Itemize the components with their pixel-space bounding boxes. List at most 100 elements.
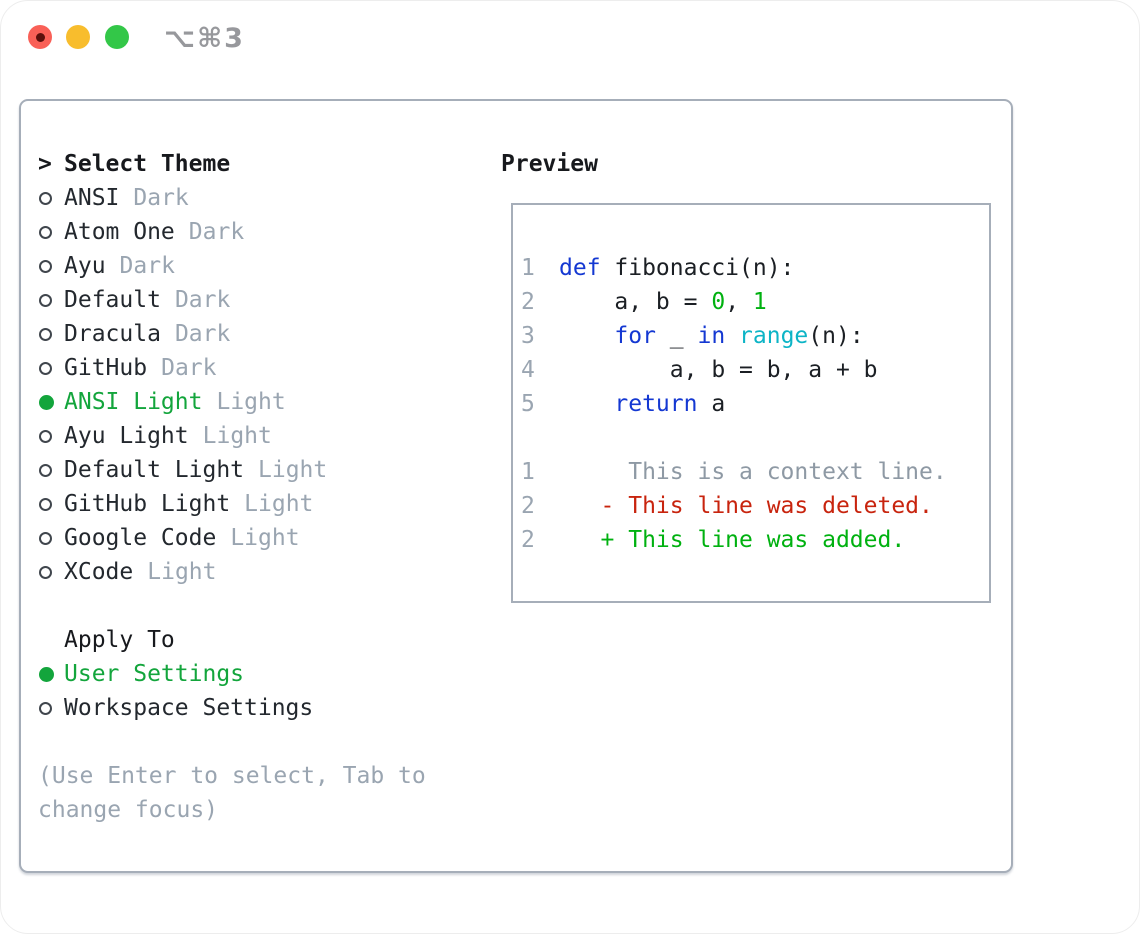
- close-dot-icon: [35, 32, 45, 42]
- code-token: 1: [752, 289, 767, 315]
- theme-tag: Dark: [174, 321, 231, 347]
- caret-icon: >: [38, 151, 52, 177]
- code-token: range: [739, 323, 809, 349]
- section-gap: [38, 589, 426, 623]
- theme-option-ansi-light[interactable]: ANSI Light Light: [38, 385, 426, 419]
- line-number: 2: [521, 493, 535, 519]
- code-token: ,: [725, 289, 753, 315]
- apply-option-name: Workspace Settings: [64, 695, 314, 721]
- apply-option-name-selected: User Settings: [64, 661, 245, 687]
- theme-list: > Select Theme ANSI Dark Atom One Dark A…: [38, 147, 426, 827]
- line-number: 1: [521, 459, 535, 485]
- code-token: (n):: [808, 323, 864, 349]
- theme-option-default-light[interactable]: Default Light Light: [38, 453, 426, 487]
- code-token: in: [697, 323, 726, 349]
- code-line: 3 for _ in range(n):: [521, 319, 989, 353]
- line-number: 5: [521, 391, 535, 417]
- line-number: 2: [521, 289, 535, 315]
- zoom-button[interactable]: [105, 25, 129, 49]
- diff-deleted-line: 2 - This line was deleted.: [521, 489, 989, 523]
- theme-name: Atom One: [64, 219, 175, 245]
- close-button[interactable]: [28, 25, 52, 49]
- diff-context-text: This is a context line.: [559, 459, 947, 485]
- theme-tag: Dark: [188, 219, 245, 245]
- diff-context-line: 1 This is a context line.: [521, 455, 989, 489]
- theme-name: Default: [64, 287, 161, 313]
- theme-option-google-code[interactable]: Google Code Light: [38, 521, 426, 555]
- theme-tag: Light: [216, 389, 286, 415]
- code-line: 2 a, b = 0, 1: [521, 285, 989, 319]
- radio-unselected-icon: [39, 191, 52, 205]
- preview-header: Preview: [501, 147, 598, 181]
- code-token: a, b =: [559, 289, 712, 315]
- line-number: 4: [521, 357, 535, 383]
- theme-name: XCode: [64, 559, 134, 585]
- theme-name: Default Light: [64, 457, 245, 483]
- keyboard-hint-line1: (Use Enter to select, Tab to: [38, 763, 426, 789]
- theme-option-ayu-light[interactable]: Ayu Light Light: [38, 419, 426, 453]
- apply-option-user-settings[interactable]: User Settings: [38, 657, 426, 691]
- select-theme-title: Select Theme: [64, 151, 231, 177]
- radio-unselected-icon: [39, 531, 52, 545]
- theme-option-xcode[interactable]: XCode Light: [38, 555, 426, 589]
- keyboard-hint-line2: change focus): [38, 797, 219, 823]
- code-token: return: [614, 391, 698, 417]
- theme-tag: Dark: [174, 287, 231, 313]
- theme-option-github-dark[interactable]: GitHub Dark: [38, 351, 426, 385]
- apply-option-workspace-settings[interactable]: Workspace Settings: [38, 691, 426, 725]
- theme-tag: Dark: [133, 185, 189, 211]
- theme-selector-panel: > Select Theme ANSI Dark Atom One Dark A…: [19, 99, 1013, 873]
- radio-unselected-icon: [39, 463, 52, 477]
- apply-to-title: Apply To: [64, 627, 175, 653]
- theme-tag: Light: [258, 457, 328, 483]
- theme-tag: Light: [147, 559, 217, 585]
- code-token: fibonacci(n):: [600, 255, 795, 281]
- diff-added-line: 2 + This line was added.: [521, 523, 989, 557]
- theme-option-ayu-dark[interactable]: Ayu Dark: [38, 249, 426, 283]
- theme-name: Ayu: [64, 253, 106, 279]
- preview-title: Preview: [501, 151, 598, 177]
- code-token: _: [655, 323, 698, 349]
- code-token: a: [697, 391, 726, 417]
- line-number: 3: [521, 323, 535, 349]
- theme-option-atom-one-dark[interactable]: Atom One Dark: [38, 215, 426, 249]
- titlebar: ⌥⌘3: [1, 1, 1139, 81]
- radio-unselected-icon: [39, 701, 52, 715]
- code-token: def: [559, 255, 601, 281]
- code-line: 4 a, b = b, a + b: [521, 353, 989, 387]
- radio-unselected-icon: [39, 497, 52, 511]
- theme-name: ANSI: [64, 185, 120, 211]
- theme-tag: Dark: [161, 355, 217, 381]
- radio-unselected-icon: [39, 361, 52, 375]
- theme-option-dracula-dark[interactable]: Dracula Dark: [38, 317, 426, 351]
- radio-unselected-icon: [39, 565, 52, 579]
- code-diff-gap: [521, 421, 989, 455]
- theme-tag: Dark: [119, 253, 175, 279]
- theme-option-default-dark[interactable]: Default Dark: [38, 283, 426, 317]
- select-theme-header: > Select Theme: [38, 147, 426, 181]
- theme-name: Google Code: [64, 525, 217, 551]
- minimize-button[interactable]: [66, 25, 90, 49]
- apply-to-header: Apply To: [38, 623, 426, 657]
- theme-option-ansi-dark[interactable]: ANSI Dark: [38, 181, 426, 215]
- theme-name: GitHub: [64, 355, 148, 381]
- theme-option-github-light[interactable]: GitHub Light Light: [38, 487, 426, 521]
- code-token: [559, 323, 614, 349]
- theme-tag: Light: [244, 491, 314, 517]
- window-title: ⌥⌘3: [164, 23, 245, 54]
- radio-unselected-icon: [39, 293, 52, 307]
- theme-tag: Light: [230, 525, 300, 551]
- theme-name: Dracula: [64, 321, 161, 347]
- radio-unselected-icon: [39, 429, 52, 443]
- radio-unselected-icon: [39, 225, 52, 239]
- code-token: a, b = b, a + b: [559, 357, 878, 383]
- radio-unselected-icon: [39, 259, 52, 273]
- line-number: 2: [521, 527, 535, 553]
- diff-deleted-text: - This line was deleted.: [559, 493, 933, 519]
- code-token: [559, 391, 614, 417]
- code-token: for: [614, 323, 656, 349]
- theme-name: Ayu Light: [64, 423, 189, 449]
- theme-name-selected: ANSI Light: [64, 389, 203, 415]
